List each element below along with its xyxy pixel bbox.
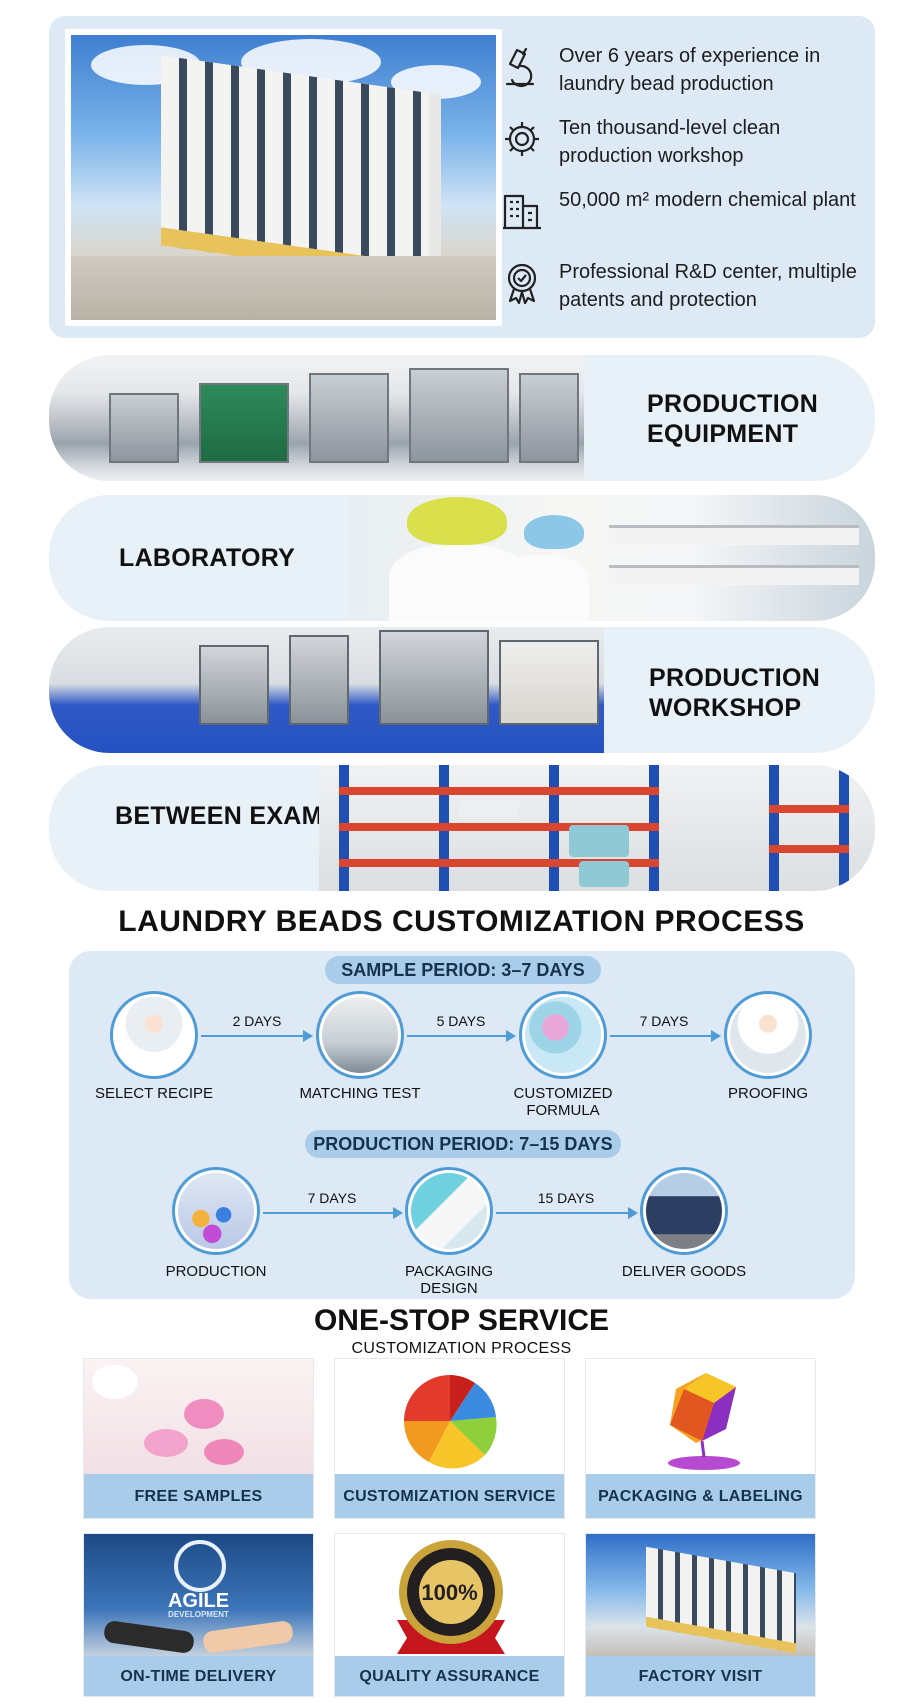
step-packaging-design-image bbox=[405, 1167, 493, 1255]
customization-process-panel: SAMPLE PERIOD: 3–7 DAYS 2 DAYS 5 DAYS 7 … bbox=[69, 951, 855, 1299]
step-label: DELIVER GOODS bbox=[621, 1263, 747, 1280]
service-card-customization: CUSTOMIZATION SERVICE bbox=[334, 1358, 565, 1519]
card-label: PACKAGING & LABELING bbox=[586, 1474, 815, 1518]
step-label: PACKAGING DESIGN bbox=[404, 1263, 494, 1297]
duration-label: 5 DAYS bbox=[436, 1013, 486, 1029]
step-label: PROOFING bbox=[727, 1085, 808, 1102]
feature-list: Over 6 years of experience in laundry be… bbox=[499, 42, 869, 330]
card-label: CUSTOMIZATION SERVICE bbox=[335, 1474, 564, 1518]
step-arrow bbox=[610, 1030, 721, 1042]
agile-logo-subtext: DEVELOPMENT bbox=[168, 1610, 229, 1619]
samples-photo bbox=[84, 1359, 313, 1476]
category-production-workshop: PRODUCTION WORKSHOP bbox=[49, 627, 875, 753]
feature-item-experience: Over 6 years of experience in laundry be… bbox=[499, 42, 869, 114]
service-card-quality-assurance: 100% QUALITY ASSURANCE bbox=[334, 1533, 565, 1697]
step-label: PRODUCTION bbox=[165, 1263, 267, 1280]
microscope-icon bbox=[505, 47, 535, 88]
feature-text: Over 6 years of experience in laundry be… bbox=[559, 45, 821, 95]
step-arrow bbox=[201, 1030, 313, 1042]
workshop-photo bbox=[49, 627, 604, 753]
building-icon bbox=[503, 194, 541, 230]
duration-label: 7 DAYS bbox=[639, 1013, 689, 1029]
pie-illustration bbox=[335, 1359, 564, 1476]
step-proofing-image bbox=[724, 991, 812, 1079]
feature-text: Ten thousand-level clean production work… bbox=[559, 117, 781, 167]
service-title: ONE-STOP SERVICE bbox=[313, 1304, 610, 1337]
quality-seal-text: 100% bbox=[421, 1580, 478, 1605]
agile-logo-text: AGILE bbox=[167, 1590, 230, 1612]
warehouse-photo bbox=[319, 765, 875, 891]
step-select-recipe-image bbox=[110, 991, 198, 1079]
step-arrow bbox=[407, 1030, 516, 1042]
sample-period-badge: SAMPLE PERIOD: 3–7 DAYS bbox=[325, 956, 601, 984]
card-label: FREE SAMPLES bbox=[84, 1474, 313, 1518]
service-card-factory-visit: FACTORY VISIT bbox=[585, 1533, 816, 1697]
duration-label: 7 DAYS bbox=[307, 1190, 357, 1206]
feature-item-rnd: Professional R&D center, multiple patent… bbox=[499, 258, 869, 330]
card-label: QUALITY ASSURANCE bbox=[335, 1656, 564, 1696]
card-label: ON-TIME DELIVERY bbox=[84, 1656, 313, 1696]
step-production-image bbox=[172, 1167, 260, 1255]
agile-photo: AGILE DEVELOPMENT bbox=[84, 1534, 313, 1658]
category-production-equipment: PRODUCTION EQUIPMENT bbox=[49, 355, 875, 481]
step-label: MATCHING TEST bbox=[299, 1085, 421, 1102]
laboratory-photo bbox=[349, 495, 875, 621]
feature-text: Professional R&D center, multiple patent… bbox=[559, 261, 857, 311]
service-subtitle: CUSTOMIZATION PROCESS bbox=[351, 1340, 572, 1357]
category-label: LABORATORY bbox=[119, 544, 296, 572]
step-label: CUSTOMIZED FORMULA bbox=[513, 1085, 613, 1119]
category-laboratory: LABORATORY bbox=[49, 495, 875, 621]
equipment-photo bbox=[49, 355, 584, 481]
step-deliver-goods-image bbox=[640, 1167, 728, 1255]
step-arrow bbox=[263, 1207, 403, 1219]
duration-label: 2 DAYS bbox=[232, 1013, 282, 1029]
category-between-example: BETWEEN EXAMPLE bbox=[49, 765, 875, 891]
box-illustration bbox=[586, 1359, 815, 1476]
factory-photo bbox=[65, 29, 502, 326]
production-period-badge: PRODUCTION PERIOD: 7–15 DAYS bbox=[305, 1130, 621, 1158]
feature-item-workshop: Ten thousand-level clean production work… bbox=[499, 114, 869, 186]
quality-seal-illustration: 100% bbox=[335, 1534, 564, 1658]
factory-visit-photo bbox=[586, 1534, 815, 1658]
step-label: SELECT RECIPE bbox=[94, 1085, 214, 1102]
step-matching-test-image bbox=[316, 991, 404, 1079]
service-card-packaging-labeling: PACKAGING & LABELING bbox=[585, 1358, 816, 1519]
step-customized-formula-image bbox=[519, 991, 607, 1079]
feature-item-plant: 50,000 m² modern chemical plant bbox=[499, 186, 869, 258]
service-card-free-samples: FREE SAMPLES bbox=[83, 1358, 314, 1519]
award-badge-icon bbox=[507, 263, 537, 305]
feature-text: 50,000 m² modern chemical plant bbox=[559, 189, 856, 211]
step-arrow bbox=[496, 1207, 638, 1219]
category-label: PRODUCTION EQUIPMENT bbox=[647, 390, 819, 448]
company-overview-panel: Over 6 years of experience in laundry be… bbox=[49, 16, 875, 338]
gear-icon bbox=[505, 122, 539, 156]
card-label: FACTORY VISIT bbox=[586, 1656, 815, 1696]
duration-label: 15 DAYS bbox=[537, 1190, 595, 1206]
process-title: LAUNDRY BEADS CUSTOMIZATION PROCESS bbox=[118, 905, 805, 938]
category-label: PRODUCTION WORKSHOP bbox=[649, 664, 821, 722]
service-card-on-time-delivery: AGILE DEVELOPMENT ON-TIME DELIVERY bbox=[83, 1533, 314, 1697]
